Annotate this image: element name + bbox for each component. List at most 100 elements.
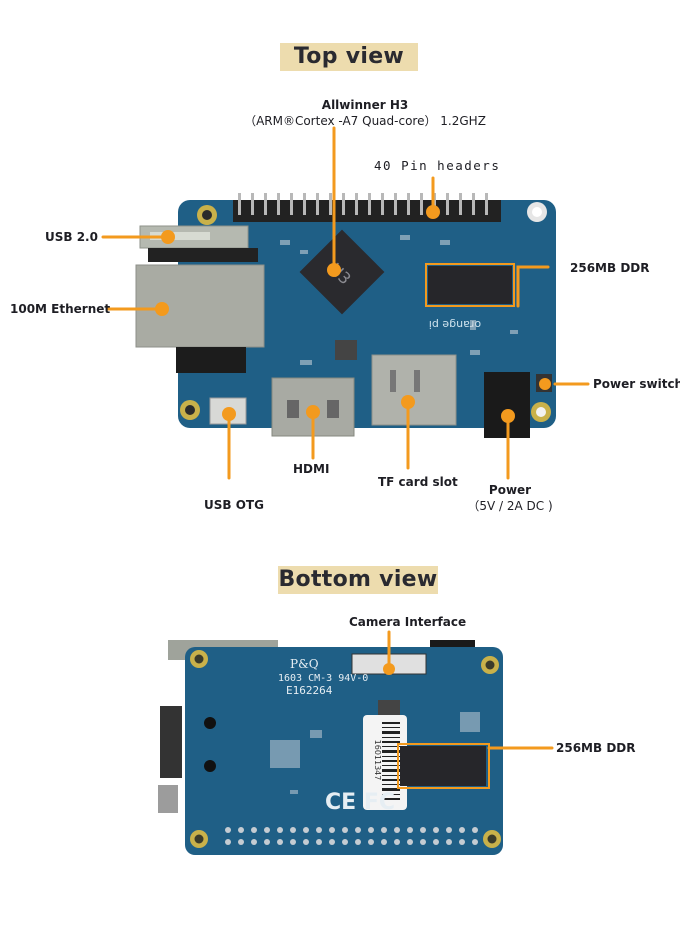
header-pin bbox=[472, 193, 475, 215]
header-pad bbox=[238, 839, 244, 845]
camera-interface-label: Camera Interface bbox=[349, 615, 467, 629]
inductor bbox=[335, 340, 357, 360]
header-pad bbox=[303, 827, 309, 833]
cpu-label-spec: （ARM®Cortex -A7 Quad-core） 1.2GHZ bbox=[244, 114, 486, 128]
header-pad bbox=[381, 839, 387, 845]
cpu-label-name: Allwinner H3 bbox=[321, 98, 409, 112]
header-pad bbox=[381, 827, 387, 833]
cert-marks: CE FC bbox=[325, 790, 395, 815]
pin-header bbox=[233, 193, 501, 222]
header-pin bbox=[485, 193, 488, 215]
header-pad bbox=[355, 827, 361, 833]
header-pad bbox=[277, 839, 283, 845]
power-label-name: Power bbox=[488, 483, 532, 497]
header-pad bbox=[277, 827, 283, 833]
screw-2 bbox=[204, 760, 216, 772]
header-pad bbox=[459, 827, 465, 833]
usb-base bbox=[148, 248, 258, 262]
usb-otg-label: USB OTG bbox=[204, 498, 264, 512]
header-pad bbox=[368, 839, 374, 845]
top-view-title: Top view bbox=[280, 43, 418, 71]
top-pcb bbox=[178, 200, 556, 428]
header-pad bbox=[238, 827, 244, 833]
header-pin bbox=[238, 193, 241, 215]
bottom-view-title: Bottom view bbox=[278, 566, 438, 594]
bottom-board: P&Q 1603 CM-3 94V-0 E162264 16011347 CE … bbox=[158, 630, 554, 855]
header-pad bbox=[342, 827, 348, 833]
header-pin bbox=[316, 193, 319, 215]
ddr-label-bottom: 256MB DDR bbox=[556, 741, 636, 755]
power-switch-label: Power switch bbox=[593, 377, 680, 391]
power-label: Power （5V / 2A DC ) bbox=[455, 483, 565, 514]
smd-components bbox=[280, 235, 518, 365]
header-pad bbox=[329, 839, 335, 845]
header-pin bbox=[290, 193, 293, 215]
header-pin bbox=[303, 193, 306, 215]
mounting-holes-top bbox=[180, 202, 551, 422]
ethernet-base bbox=[176, 347, 246, 373]
usb-edge bbox=[158, 785, 178, 813]
top-board: H3 orange pi bbox=[101, 126, 590, 480]
header-pad bbox=[251, 827, 257, 833]
header-pad bbox=[316, 839, 322, 845]
top-callout-lines bbox=[101, 126, 590, 480]
silkscreen-pq: P&Q bbox=[290, 657, 319, 671]
usb2-label: USB 2.0 bbox=[45, 230, 98, 244]
screw-1 bbox=[204, 717, 216, 729]
pin-header-pads bbox=[225, 827, 478, 845]
header-pad bbox=[394, 827, 400, 833]
header-pad bbox=[290, 839, 296, 845]
barcode-sticker bbox=[363, 715, 407, 810]
header-pad bbox=[329, 827, 335, 833]
header-pin bbox=[459, 193, 462, 215]
header-pin bbox=[420, 193, 423, 215]
barcode-number: 16011347 bbox=[373, 740, 382, 781]
ethernet-label: 100M Ethernet bbox=[10, 302, 111, 316]
header-pad bbox=[264, 827, 270, 833]
header-pad bbox=[290, 827, 296, 833]
header-pad bbox=[407, 827, 413, 833]
tf-card-label: TF card slot bbox=[378, 475, 458, 489]
bottom-pcb bbox=[185, 647, 503, 855]
ethernet-edge bbox=[160, 706, 182, 778]
header-pin bbox=[277, 193, 280, 215]
header-pad bbox=[251, 839, 257, 845]
mounting-holes-bottom bbox=[190, 650, 501, 848]
header-pad bbox=[472, 839, 478, 845]
header-pad bbox=[407, 839, 413, 845]
header-pad bbox=[355, 839, 361, 845]
header-pad bbox=[342, 839, 348, 845]
usb-port-slot bbox=[150, 232, 210, 240]
header-pad bbox=[264, 839, 270, 845]
header-pad bbox=[459, 839, 465, 845]
header-pad bbox=[303, 839, 309, 845]
board-brand: orange pi bbox=[429, 318, 481, 331]
header-pad bbox=[394, 839, 400, 845]
pin-headers-label: 40 Pin headers bbox=[374, 158, 501, 173]
ddr-label-top: 256MB DDR bbox=[570, 261, 650, 275]
header-pad bbox=[446, 839, 452, 845]
ddr-chip-bottom bbox=[400, 746, 486, 786]
header-pad bbox=[472, 827, 478, 833]
bottom-callout-lines bbox=[383, 630, 554, 789]
smd-components-bottom bbox=[270, 712, 480, 794]
header-pin bbox=[251, 193, 254, 215]
header-pad bbox=[316, 827, 322, 833]
header-pin bbox=[329, 193, 332, 215]
header-pin bbox=[407, 193, 410, 215]
silkscreen-code: E162264 bbox=[286, 684, 333, 697]
header-pin bbox=[381, 193, 384, 215]
header-pad bbox=[420, 839, 426, 845]
header-pad bbox=[433, 839, 439, 845]
cpu-label: Allwinner H3 （ARM®Cortex -A7 Quad-core） … bbox=[230, 98, 500, 129]
header-pin bbox=[446, 193, 449, 215]
silkscreen-rating: 1603 CM-3 94V-0 bbox=[278, 673, 368, 684]
barcode bbox=[382, 722, 400, 800]
ddr-chip-top bbox=[428, 266, 512, 304]
header-pad bbox=[368, 827, 374, 833]
header-pad bbox=[420, 827, 426, 833]
header-pin bbox=[368, 193, 371, 215]
header-pad bbox=[225, 839, 231, 845]
power-label-spec: （5V / 2A DC ) bbox=[467, 499, 553, 513]
